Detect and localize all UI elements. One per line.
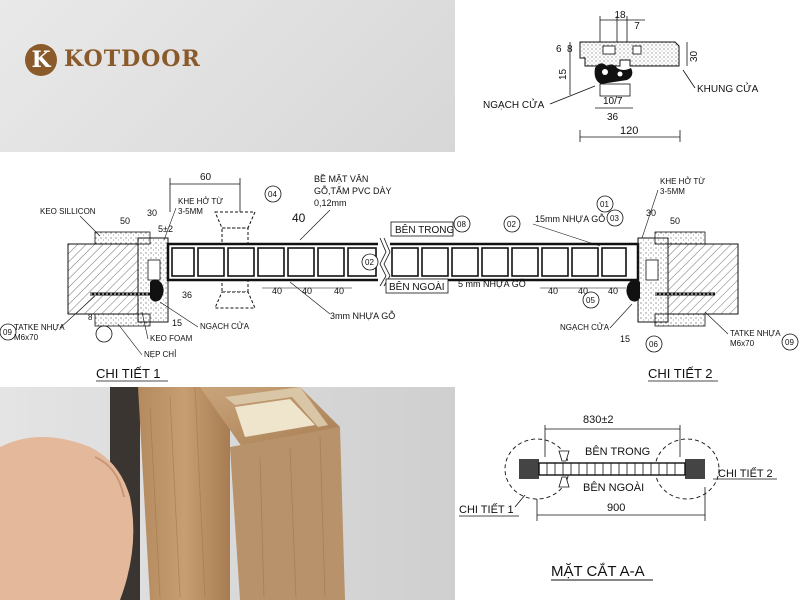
label-gap-right-1: KHE HỞ TỪ	[660, 177, 705, 186]
door-profile-photo	[0, 387, 455, 600]
dim-40-e: 40	[578, 286, 588, 296]
label-gap-left-2: 3-5MM	[178, 207, 203, 216]
tag-04: 04	[268, 190, 277, 199]
label-inside: BÊN TRONG	[395, 223, 454, 236]
tag-06: 06	[649, 340, 658, 349]
dim-40-c: 40	[334, 286, 344, 296]
tag-03: 03	[610, 214, 619, 223]
dim-18: 18	[614, 10, 626, 21]
dim-8-left: 8	[88, 313, 93, 322]
dim-10-7: 10/7	[603, 96, 623, 107]
label-threshold: NGẠCH CỬA	[483, 98, 545, 111]
tag-02: 02	[507, 220, 516, 229]
dim-5-2: 5±2	[158, 224, 173, 234]
board-3mm: 3mm NHỰA GỖ	[330, 310, 395, 321]
label-outside: BÊN NGOÀI	[389, 280, 445, 293]
dim-830: 830±2	[583, 414, 614, 426]
dim-40-d: 40	[548, 286, 558, 296]
label-gap-left-1: KHE HỞ TỪ	[178, 197, 223, 206]
tag-08: 08	[457, 220, 466, 229]
frame-section-svg: 18 7 6 8 15 30 10/7 36 120 NGẠCH CỬA KHU…	[483, 10, 759, 142]
label-foam: KEO FOAM	[150, 334, 193, 343]
tag-05: 05	[586, 296, 595, 305]
door-detail-drawing: 60 BỀ MẶT VÂN GỖ,TẤM PVC DÀY 0,12mm 40 B…	[0, 152, 800, 387]
tag-09-right: 09	[785, 338, 794, 347]
veneer-note-1: BỀ MẶT VÂN	[314, 174, 368, 184]
caption-detail-1: CHI TIẾT 1	[96, 366, 161, 381]
board-5mm: 5 mm NHỰA GỖ	[458, 278, 526, 289]
dim-30-right: 30	[646, 208, 656, 218]
photo-illustration	[0, 387, 455, 600]
tag-02-leaf: 02	[365, 258, 374, 267]
plan-title: MẶT CẮT A-A	[551, 562, 645, 580]
dim-15-left: 15	[172, 318, 182, 328]
tag-01: 01	[600, 200, 609, 209]
label-gap-right-2: 3-5MM	[660, 187, 685, 196]
door-detail-svg: 60 BỀ MẶT VÂN GỖ,TẤM PVC DÀY 0,12mm 40 B…	[0, 172, 799, 382]
plan-detail-2: CHI TIẾT 2	[718, 467, 773, 480]
label-screw-left-2: M6x70	[14, 333, 39, 342]
dim-40-f: 40	[608, 286, 618, 296]
dim-40-a: 40	[272, 286, 282, 296]
board-15mm: 15mm NHỰA GỖ	[535, 213, 605, 224]
plan-outside: BÊN NGOÀI	[583, 481, 644, 494]
plan-svg: 830±2 BÊN TRONG BÊN NGOÀI 900 CHI TIẾT 1…	[459, 414, 777, 581]
brand-name: KOTDOOR	[64, 46, 201, 72]
dim-15: 15	[558, 68, 569, 80]
label-threshold-left: NGẠCH CỬA	[200, 322, 250, 331]
dim-6: 6	[556, 44, 562, 55]
dim-60: 60	[200, 172, 212, 183]
frame-section-drawing: 18 7 6 8 15 30 10/7 36 120 NGẠCH CỬA KHU…	[455, 0, 800, 152]
logo-panel: K KOTDOOR	[0, 0, 455, 152]
plan-inside: BÊN TRONG	[585, 445, 650, 458]
dim-50-right: 50	[670, 216, 680, 226]
tag-09-left: 09	[3, 328, 12, 337]
label-sealant: KEO SILLICON	[40, 207, 96, 216]
label-threshold-right: NGẠCH CỬA	[560, 323, 610, 332]
dim-15-right: 15	[620, 334, 630, 344]
dim-8: 8	[567, 44, 573, 55]
dim-50-left: 50	[120, 216, 130, 226]
dim-120: 120	[620, 125, 638, 137]
label-screw-right-2: M6x70	[730, 339, 755, 348]
section-a-a-plan: 830±2 BÊN TRONG BÊN NGOÀI 900 CHI TIẾT 1…	[455, 387, 800, 600]
caption-detail-2: CHI TIẾT 2	[648, 366, 713, 381]
plan-detail-1: CHI TIẾT 1	[459, 503, 514, 516]
dim-40-top: 40	[292, 211, 306, 225]
dim-900: 900	[607, 502, 625, 514]
dim-36-left: 36	[182, 290, 192, 300]
label-screw-right-1: TATKE NHỰA	[730, 329, 781, 338]
dim-7: 7	[634, 21, 640, 32]
dim-30: 30	[689, 50, 700, 62]
label-frame: KHUNG CỬA	[697, 82, 759, 95]
dim-30-left: 30	[147, 208, 157, 218]
veneer-note-3: 0,12mm	[314, 198, 347, 208]
label-trim: NẸP CHỈ	[144, 350, 177, 359]
label-screw-left-1: TATKE NHỰA	[14, 323, 65, 332]
dim-40-b: 40	[302, 286, 312, 296]
dim-36: 36	[607, 112, 619, 123]
brand-logo-icon: K	[25, 44, 57, 76]
veneer-note-2: GỖ,TẤM PVC DÀY	[314, 185, 392, 196]
